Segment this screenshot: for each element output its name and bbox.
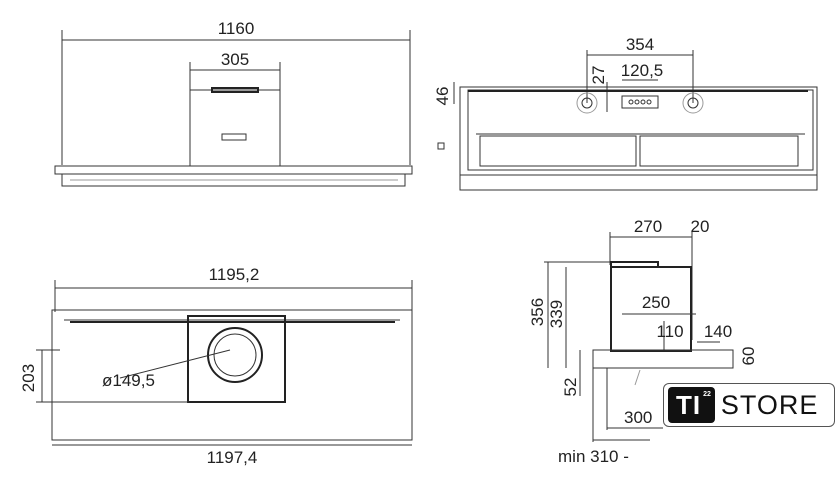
dim-46: 46 [433, 87, 452, 106]
dim-60: 60 [739, 347, 758, 366]
dim-305: 305 [221, 50, 249, 69]
dim-27: 27 [589, 66, 608, 85]
side-view: 270 20 356 339 250 110 140 60 52 300 min… [528, 217, 758, 466]
dim-1197-4: 1197,4 [207, 448, 258, 467]
dim-52: 52 [561, 378, 580, 397]
dim-356: 356 [528, 298, 547, 326]
dim-140: 140 [704, 322, 732, 341]
dim-120-5: 120,5 [621, 61, 664, 80]
logo-superscript: 22 [703, 391, 711, 398]
dim-1195-2: 1195,2 [209, 265, 260, 284]
top-right-view: 354 120,5 27 46 [433, 35, 818, 191]
dim-1160: 1160 [218, 19, 255, 38]
dim-203: 203 [19, 364, 38, 392]
dim-110: 110 [656, 322, 683, 341]
dim-300: 300 [624, 408, 652, 427]
control-buttons [628, 99, 652, 105]
dim-339: 339 [547, 300, 566, 328]
top-left-view: 1160 305 [54, 19, 413, 187]
logo-mark: TI 22 [668, 387, 715, 423]
dim-270: 270 [634, 217, 662, 236]
bottom-left-view: 1195,2 ø149,5 203 1197,4 [19, 265, 413, 467]
logo-mark-text: TI [676, 390, 702, 420]
dim-20: 20 [691, 217, 710, 236]
dim-354: 354 [626, 35, 654, 54]
dim-duct-diameter: ø149,5 [102, 371, 155, 390]
ti-store-logo: TI 22 STORE [663, 383, 835, 427]
dim-min-310: min 310 - [558, 447, 629, 466]
logo-name: STORE [720, 389, 819, 420]
dim-250: 250 [642, 293, 670, 312]
